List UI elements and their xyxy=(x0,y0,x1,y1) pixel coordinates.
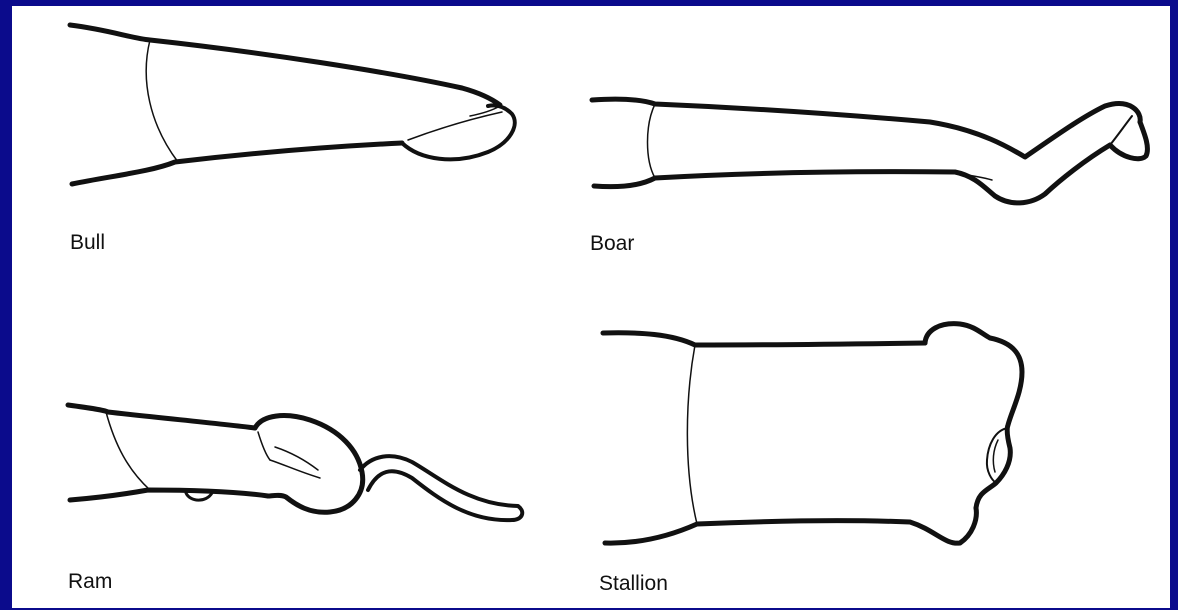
boar-illustration xyxy=(592,99,1147,203)
bull-lower-outline xyxy=(72,143,402,184)
ram-lower-outline xyxy=(70,490,268,500)
boar-prepuce-line xyxy=(648,104,656,178)
ram-upper-outline xyxy=(68,405,255,428)
boar-tip-fold xyxy=(1110,116,1132,145)
ram-illustration xyxy=(68,405,522,520)
stallion-illustration xyxy=(603,324,1022,543)
bull-glans-line xyxy=(408,112,502,140)
ram-prepuce-line xyxy=(106,412,150,490)
stallion-label: Stallion xyxy=(599,573,668,594)
ram-glans-inner-line xyxy=(270,460,320,478)
stallion-lower-outline xyxy=(605,508,976,543)
ram-prepuce-tab xyxy=(186,493,212,500)
ram-filament xyxy=(360,456,522,520)
ram-label: Ram xyxy=(68,571,112,592)
bull-illustration xyxy=(70,25,515,184)
stallion-prepuce-line xyxy=(687,345,697,524)
bull-label: Bull xyxy=(70,232,105,253)
stallion-glans-process-inner xyxy=(993,440,998,472)
stallion-upper-outline xyxy=(603,333,925,345)
boar-label: Boar xyxy=(590,233,634,254)
boar-lower-outline xyxy=(594,122,1147,203)
bull-glans-line-2 xyxy=(470,106,500,116)
bull-upper-outline xyxy=(70,25,500,105)
ram-glans-inner-line-3 xyxy=(258,432,270,460)
ram-glans-inner-line-2 xyxy=(275,447,318,470)
boar-upper-outline xyxy=(592,99,1140,157)
stallion-glans-outline xyxy=(925,324,1022,508)
bull-prepuce-line xyxy=(146,40,178,162)
